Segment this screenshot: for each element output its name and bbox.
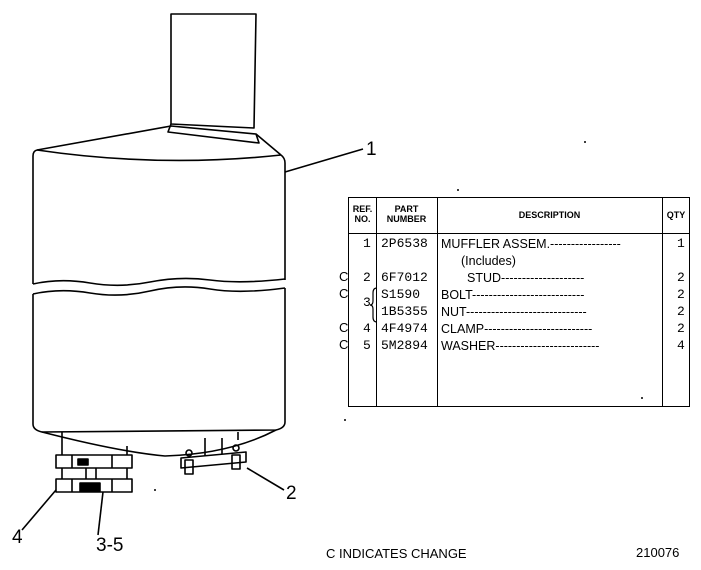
row-5-ref: 5	[363, 338, 371, 353]
row-5-description: WASHER-------------------------	[441, 339, 600, 353]
row-2-part: 6F7012	[381, 270, 428, 285]
callout-2: 2	[286, 483, 297, 504]
header-qty: QTY	[666, 210, 686, 220]
change-legend: C INDICATES CHANGE	[326, 546, 467, 561]
break-line-upper	[32, 277, 286, 287]
parts-table: REF. NO. PART NUMBER DESCRIPTION QTY 1 2…	[348, 197, 690, 407]
row-3a-part: S1590	[381, 287, 421, 302]
break-line-lower	[32, 286, 286, 296]
upper-body	[32, 149, 286, 284]
outlet-pipe	[170, 13, 257, 129]
change-marker: C	[339, 320, 349, 335]
row-2-qty: 2	[677, 270, 685, 285]
header-description: DESCRIPTION	[518, 210, 581, 220]
row-1-qty: 1	[677, 236, 685, 251]
row-5-qty: 4	[677, 338, 685, 353]
change-marker: C	[339, 269, 349, 284]
row-1-ref: 1	[363, 236, 371, 251]
row-4-qty: 2	[677, 321, 685, 336]
lower-body	[32, 288, 286, 433]
figure-number: 210076	[636, 545, 680, 560]
header-part-number: PART NUMBER	[386, 204, 427, 224]
row-5-part: 5M2894	[381, 338, 428, 353]
row-3b-qty: 2	[677, 304, 685, 319]
callout-3-5: 3-5	[96, 535, 124, 556]
row-3a-description: BOLT---------------------------	[441, 288, 585, 302]
row-4-description: CLAMP--------------------------	[441, 322, 593, 336]
row-3-bracket-ref: 3	[363, 295, 371, 310]
row-3b-part: 1B5355	[381, 304, 428, 319]
ref-3-bracket	[370, 287, 378, 323]
row-3a-qty: 2	[677, 287, 685, 302]
top-cone	[36, 125, 282, 156]
callout-1: 1	[366, 139, 377, 160]
change-marker: C	[339, 337, 349, 352]
row-1-description: MUFFLER ASSEM.-----------------	[441, 237, 621, 251]
row-1-part: 2P6538	[381, 236, 428, 251]
header-ref-no: REF. NO.	[352, 204, 373, 224]
row-4-part: 4F4974	[381, 321, 428, 336]
row-2-ref: 2	[363, 270, 371, 285]
callout-4: 4	[12, 527, 23, 548]
row-2-description: STUD--------------------	[467, 271, 585, 285]
row-4-ref: 4	[363, 321, 371, 336]
change-marker: C	[339, 286, 349, 301]
row-includes-description: (Includes)	[461, 254, 516, 268]
bottom-cone	[41, 429, 277, 457]
row-3b-description: NUT-----------------------------	[441, 305, 587, 319]
clamp-upper	[55, 454, 133, 469]
